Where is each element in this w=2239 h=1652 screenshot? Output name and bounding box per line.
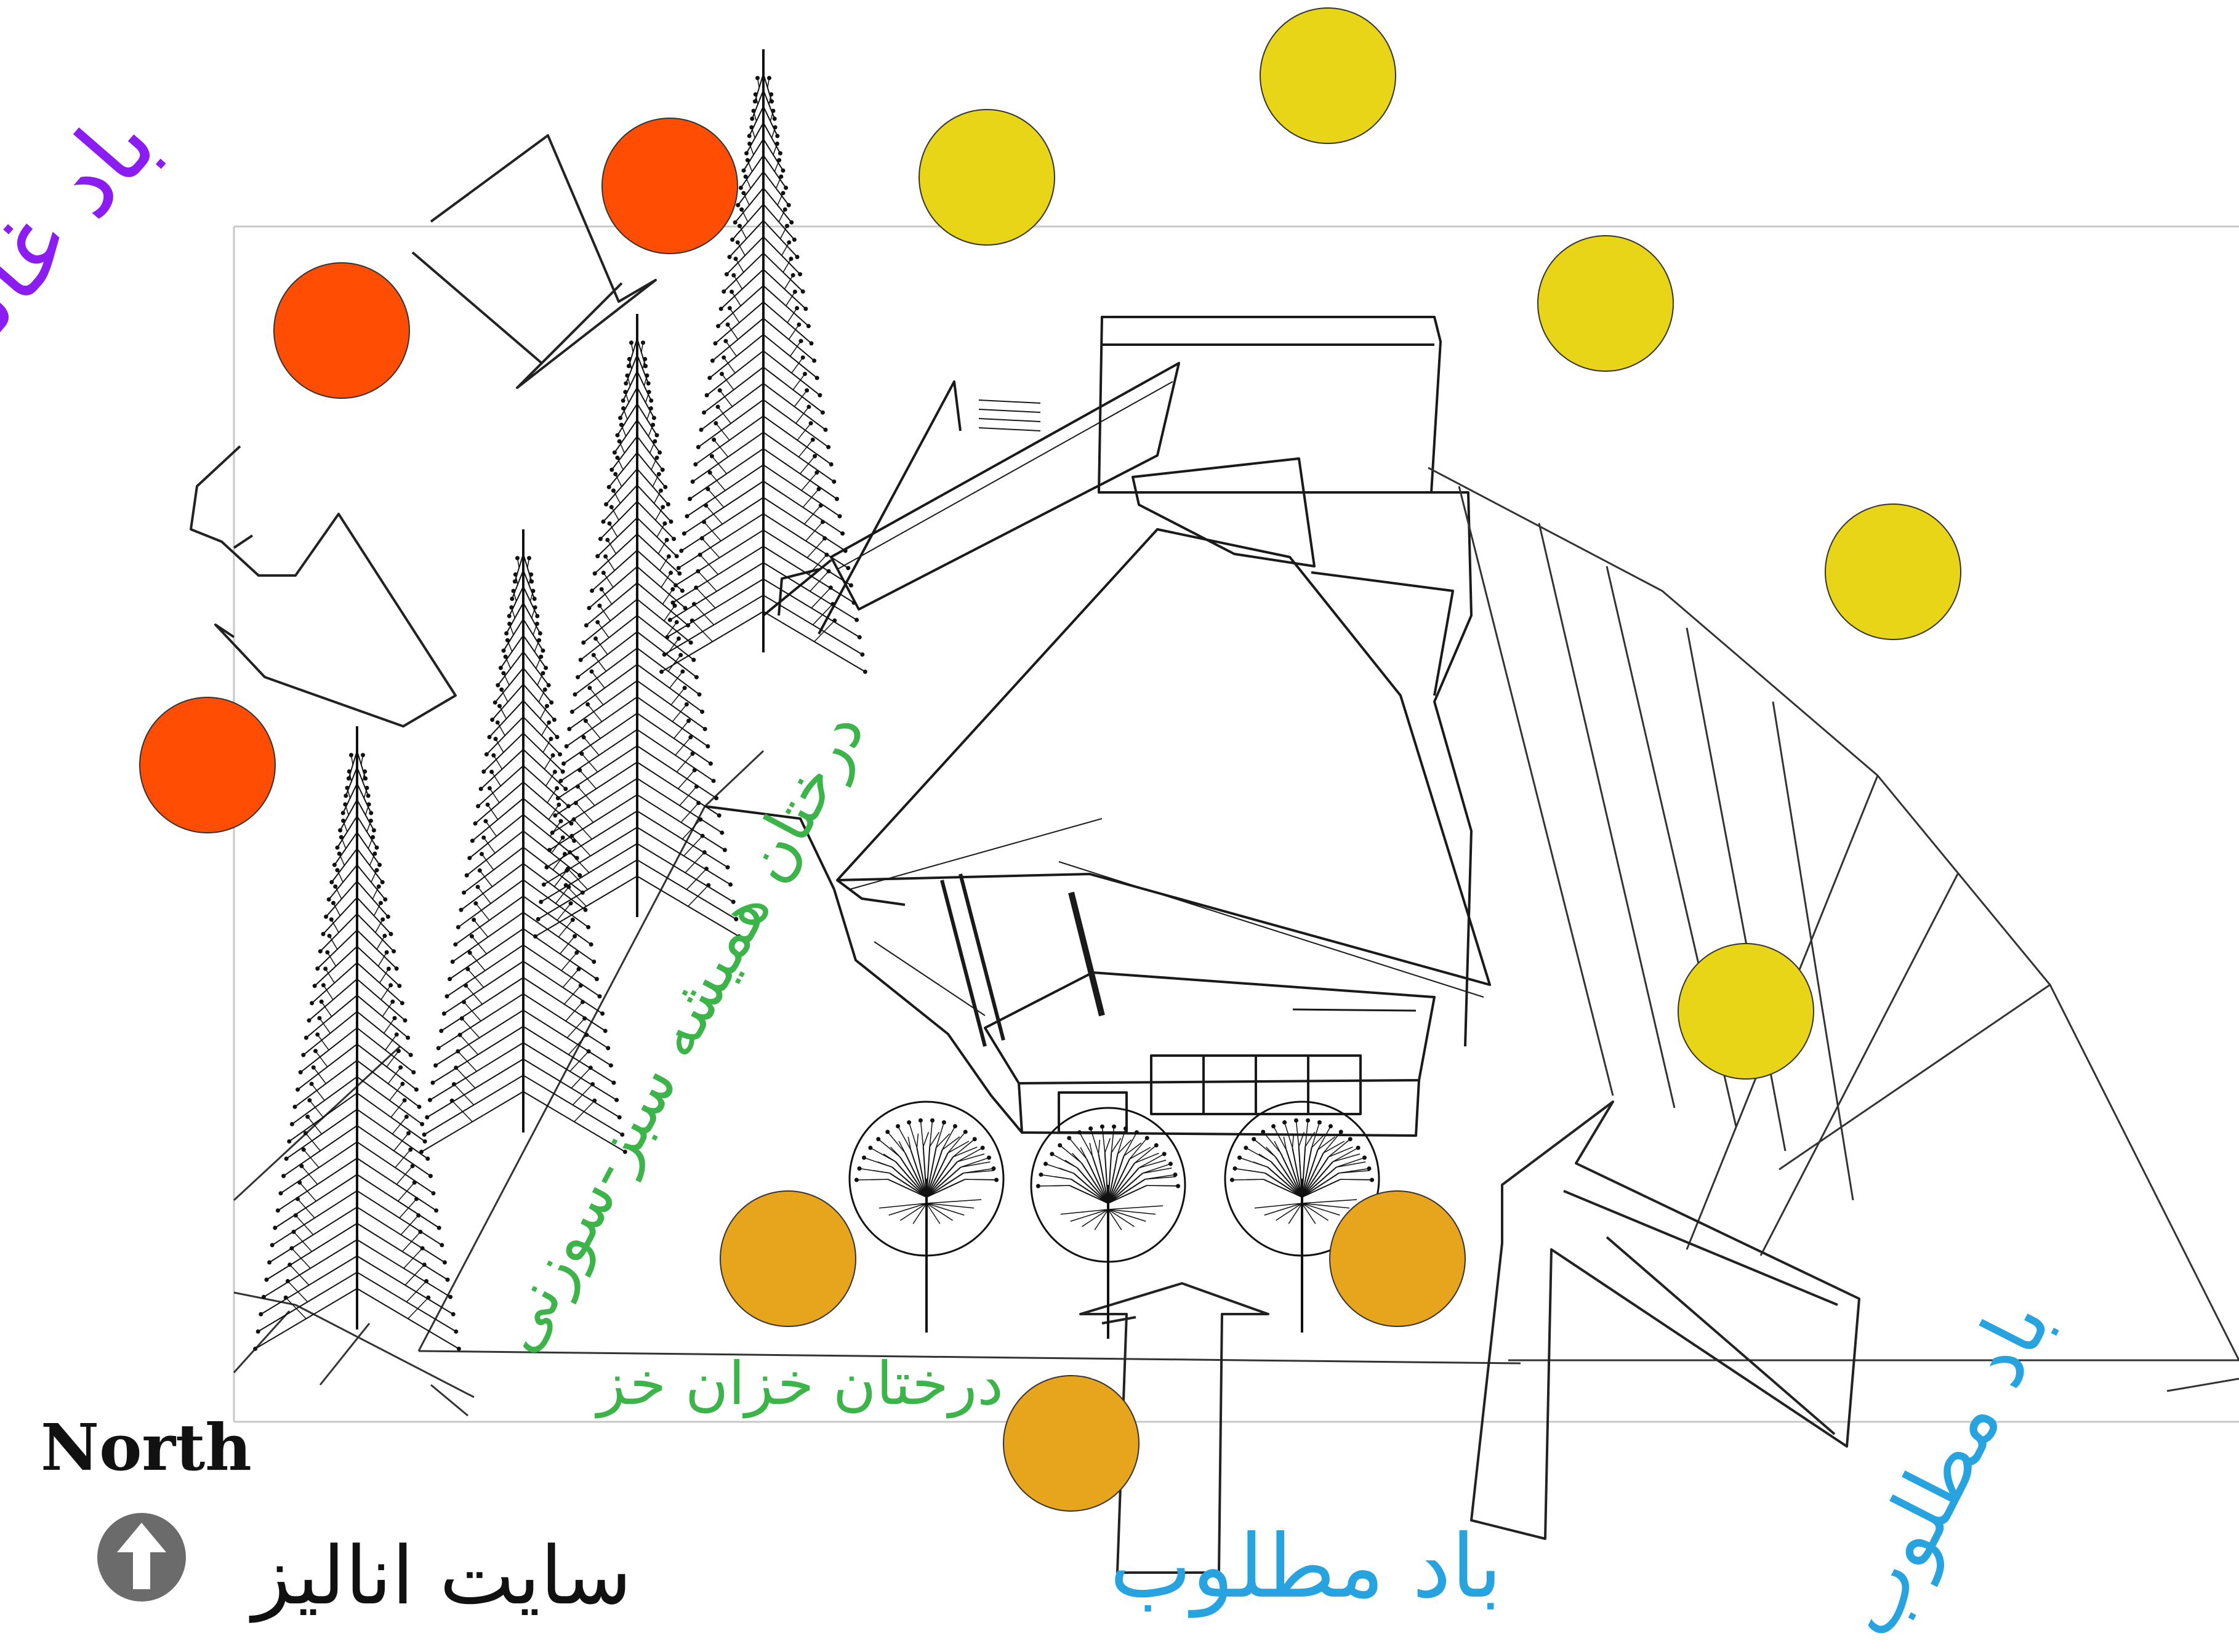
sun-winter — [602, 118, 738, 254]
north-label: North — [41, 1416, 252, 1480]
sun-autumn — [1003, 1376, 1139, 1511]
ground-lines — [234, 751, 1521, 1416]
site-analysis-diagram — [0, 0, 2239, 1614]
north-arrow-icon — [97, 1513, 186, 1602]
deciduous-tree — [850, 1102, 1003, 1333]
deciduous-tree — [1031, 1108, 1185, 1339]
desired-wind-arrow-right — [1471, 1102, 1859, 1539]
terrain-lines — [1428, 468, 2239, 1391]
sun-winter — [274, 263, 409, 398]
desired-wind-label-bottom: باد مطلوب — [1170, 1523, 1502, 1611]
evergreen-tree — [253, 726, 461, 1351]
sun-summer — [1260, 8, 1396, 143]
sun-autumn — [1330, 1191, 1465, 1326]
winter-wind-arrows — [191, 135, 656, 726]
site-analysis-title: سایت انالیز — [252, 1536, 632, 1616]
sun-summer — [1538, 236, 1673, 371]
sun-winter — [140, 697, 275, 833]
sun-summer — [1825, 504, 1961, 640]
sun-summer — [919, 110, 1055, 245]
sun-autumn — [720, 1191, 856, 1326]
deciduous-trees-label: درختان خزان خز — [585, 1354, 1003, 1413]
sun-winter-path — [140, 118, 738, 833]
sun-summer — [1678, 944, 1814, 1079]
